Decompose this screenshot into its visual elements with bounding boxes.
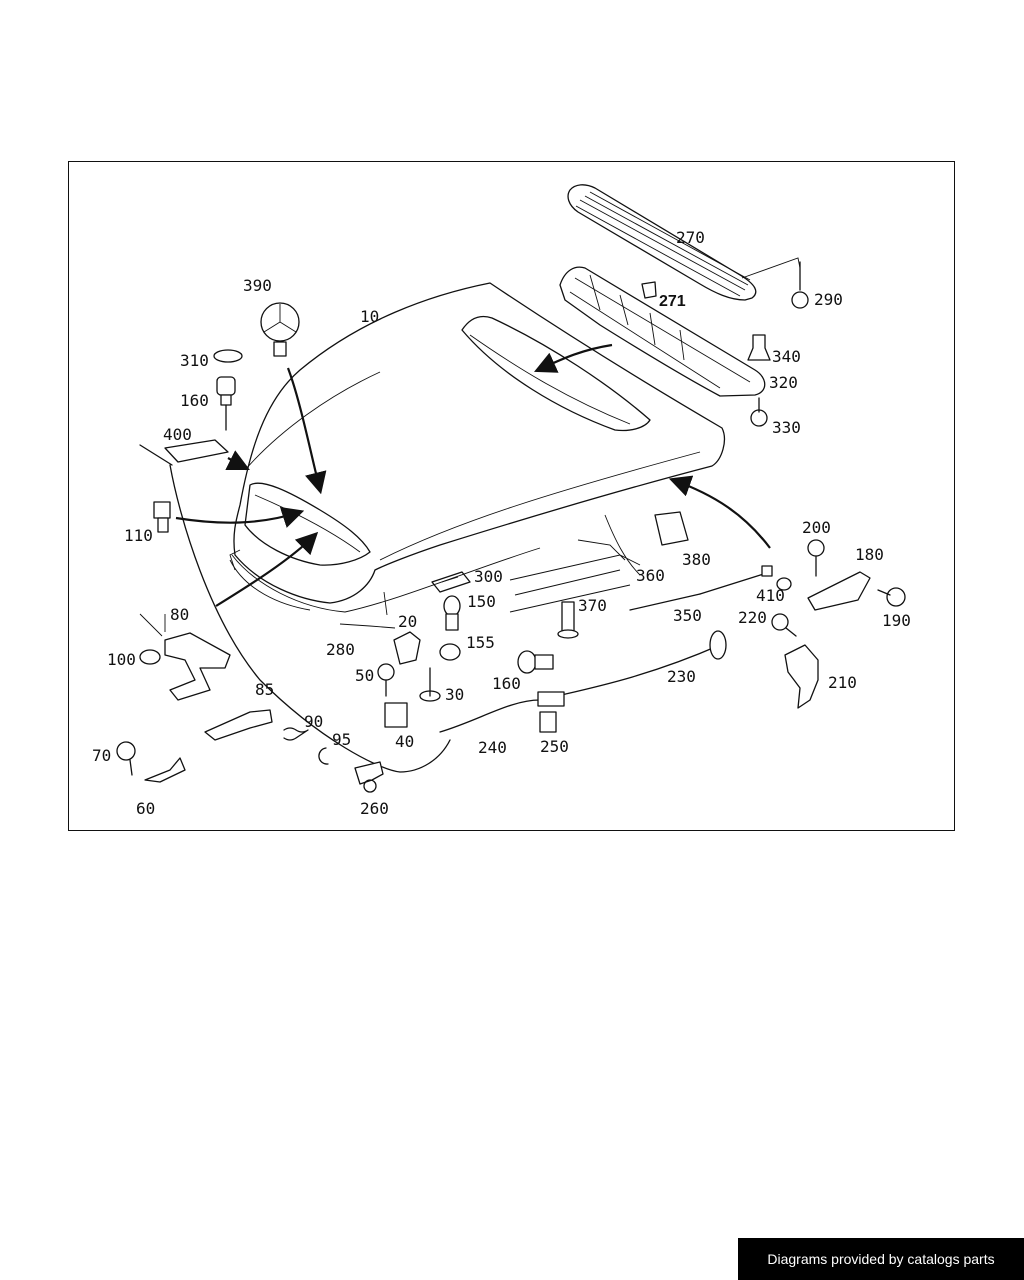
label-410: 410 — [756, 586, 785, 605]
pad-380 — [654, 511, 689, 546]
label-300: 300 — [474, 567, 503, 586]
screw-200 — [807, 539, 825, 577]
push-rivet-340 — [747, 334, 771, 361]
label-390: 390 — [243, 276, 272, 295]
release-handle-210 — [784, 644, 819, 709]
hinge-80 — [164, 632, 231, 701]
footer-credit-banner: Diagrams provided by catalogs parts — [738, 1238, 1024, 1280]
buffer-150 — [443, 595, 461, 631]
hinge-180 — [807, 571, 871, 611]
label-60: 60 — [136, 799, 155, 818]
label-290: 290 — [814, 290, 843, 309]
label-160b: 160 — [492, 674, 521, 693]
label-190: 190 — [882, 611, 911, 630]
hood-stop-110 — [153, 501, 171, 533]
bolt-30 — [419, 667, 441, 702]
clip-370 — [557, 601, 579, 639]
star-emblem — [260, 302, 300, 357]
clip-410 — [776, 577, 792, 591]
label-100: 100 — [107, 650, 136, 669]
trim-grille — [567, 184, 757, 301]
screw-50 — [377, 663, 395, 697]
seal-280 — [339, 623, 396, 629]
label-310: 310 — [180, 351, 209, 370]
lock-40 — [384, 702, 408, 728]
label-330: 330 — [772, 418, 801, 437]
label-360: 360 — [636, 566, 665, 585]
label-110: 110 — [124, 526, 153, 545]
hinge-85 — [204, 709, 273, 741]
label-70: 70 — [92, 746, 111, 765]
label-220: 220 — [738, 608, 767, 627]
label-280: 280 — [326, 640, 355, 659]
insulation-pad — [164, 439, 229, 463]
gas-strut — [629, 565, 773, 611]
nut-100 — [139, 649, 161, 665]
footer-credit-text: Diagrams provided by catalogs parts — [767, 1251, 995, 1267]
label-320: 320 — [769, 373, 798, 392]
diagram-frame — [68, 161, 955, 831]
label-20: 20 — [398, 612, 417, 631]
spring-90 — [283, 727, 309, 741]
screw-330 — [750, 397, 768, 427]
bracket-250 — [537, 691, 565, 733]
label-340: 340 — [772, 347, 801, 366]
clip-271 — [641, 281, 657, 299]
screw-220 — [771, 613, 797, 637]
wheelhouse-360 — [509, 514, 641, 613]
clip-260 — [354, 761, 384, 793]
label-250: 250 — [540, 737, 569, 756]
label-95: 95 — [332, 730, 351, 749]
hood-panel — [229, 282, 726, 613]
label-30: 30 — [445, 685, 464, 704]
nut-155 — [439, 643, 461, 661]
grille-frame — [559, 266, 766, 397]
bolt-190 — [877, 587, 906, 607]
label-10: 10 — [360, 307, 379, 326]
striker-20 — [393, 631, 421, 665]
label-160a: 160 — [180, 391, 209, 410]
label-270: 270 — [676, 228, 705, 247]
label-85: 85 — [255, 680, 274, 699]
bracket-60 — [144, 757, 186, 783]
seal-ring — [213, 349, 243, 363]
label-370: 370 — [578, 596, 607, 615]
clip-95 — [318, 747, 329, 765]
label-40: 40 — [395, 732, 414, 751]
label-210: 210 — [828, 673, 857, 692]
label-260: 260 — [360, 799, 389, 818]
grommet-300 — [431, 571, 471, 593]
label-80: 80 — [170, 605, 189, 624]
label-230: 230 — [667, 667, 696, 686]
label-240: 240 — [478, 738, 507, 757]
label-400: 400 — [163, 425, 192, 444]
label-50: 50 — [355, 666, 374, 685]
buffer-160b — [517, 650, 554, 674]
label-380: 380 — [682, 550, 711, 569]
rubber-buffer — [216, 376, 236, 431]
label-271: 271 — [659, 293, 686, 310]
label-350: 350 — [673, 606, 702, 625]
label-90: 90 — [304, 712, 323, 731]
label-155: 155 — [466, 633, 495, 652]
bolt-70 — [116, 741, 136, 776]
label-150: 150 — [467, 592, 496, 611]
label-200: 200 — [802, 518, 831, 537]
label-180: 180 — [855, 545, 884, 564]
screw-290 — [741, 257, 809, 309]
